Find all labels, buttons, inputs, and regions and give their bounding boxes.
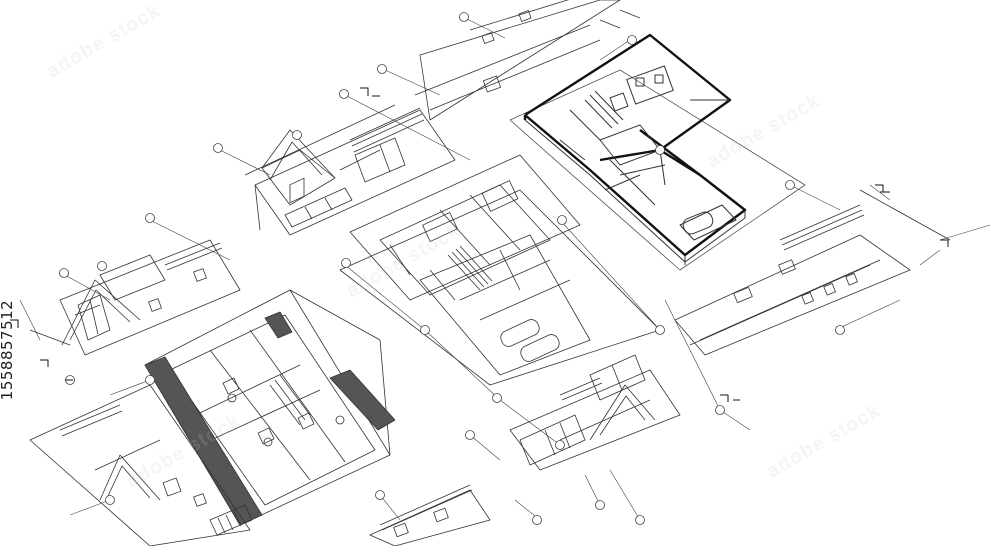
elevation-gable-left bbox=[29, 239, 241, 356]
wall-band-left bbox=[144, 356, 263, 526]
elevation-gable-top-left bbox=[244, 104, 456, 236]
wall-band-right bbox=[329, 369, 396, 431]
isometric-house-cutaway bbox=[509, 33, 806, 271]
floor-plan-center-lower bbox=[339, 189, 661, 386]
dimension-lines bbox=[19, 17, 991, 521]
elevation-right bbox=[674, 189, 951, 356]
elevation-gable-bottom-left bbox=[29, 384, 253, 546]
level-ticks bbox=[10, 87, 949, 402]
floor-plan-center-upper bbox=[349, 154, 581, 301]
image-id-label: 1558857512 bbox=[0, 299, 16, 401]
elevation-top-center bbox=[414, 0, 641, 121]
grid-markers bbox=[59, 12, 845, 525]
wall-band-top bbox=[264, 311, 293, 339]
elevation-gable-right-lower bbox=[509, 354, 681, 471]
elevation-bottom-center bbox=[369, 484, 491, 546]
